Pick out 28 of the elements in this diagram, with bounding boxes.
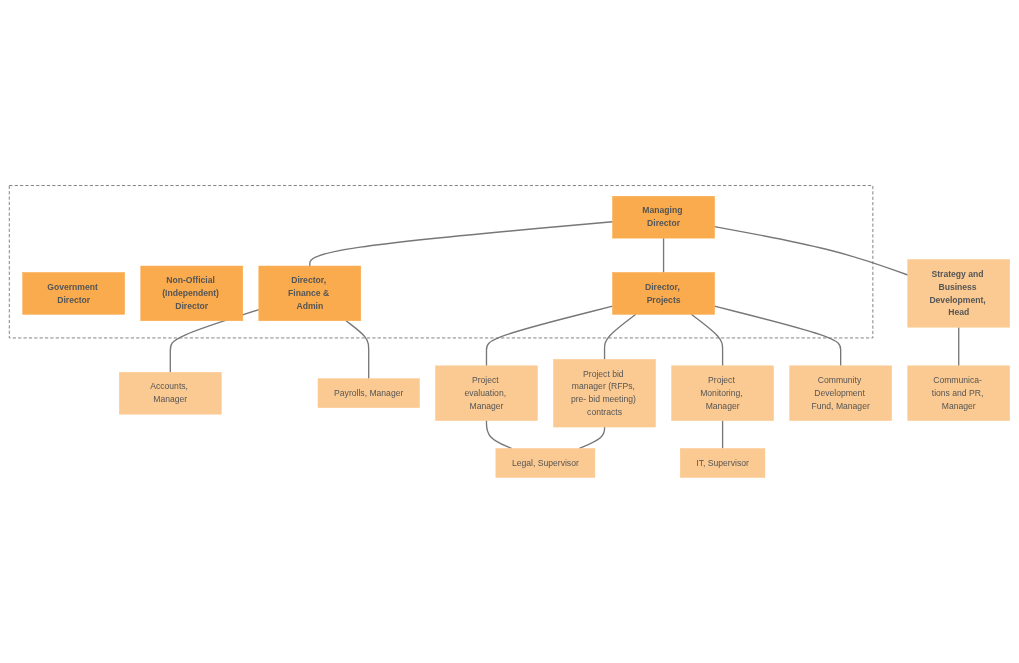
node-box: Payrolls, Manager [317,378,420,408]
node-box: Managing Director [612,196,715,239]
node-box: Project evaluation, Manager [435,365,538,421]
connector [713,305,842,367]
node-box: Director, Finance & Admin [258,265,362,322]
node-box: Communica- tions and PR, Manager [907,365,1010,421]
connector [958,326,960,367]
node-box: Legal, Supervisor [495,448,596,478]
node-box: Project bid manager (RFPs, pre- bid meeting) contracts [553,359,656,428]
node-box: Project Monitoring, Manager [671,365,774,421]
node-box: Non-Official (Independent) Director [140,265,243,322]
connector [309,221,614,267]
connector [713,225,909,276]
node-box: IT, Supervisor [680,448,766,478]
node-box: Community Development Fund, Manager [789,365,892,421]
node-box: Director, Projects [612,272,715,315]
node-box: Government Director [22,272,125,315]
connector [603,313,637,361]
connector [345,320,370,380]
connector [662,237,665,274]
connector [485,305,614,367]
connector [721,419,724,450]
connector [578,426,606,450]
connector [690,313,724,367]
node-box: Accounts, Manager [119,372,222,415]
connector [485,419,513,450]
cluster [8,185,874,339]
node-box: Strategy and Business Development, Head [907,259,1010,328]
